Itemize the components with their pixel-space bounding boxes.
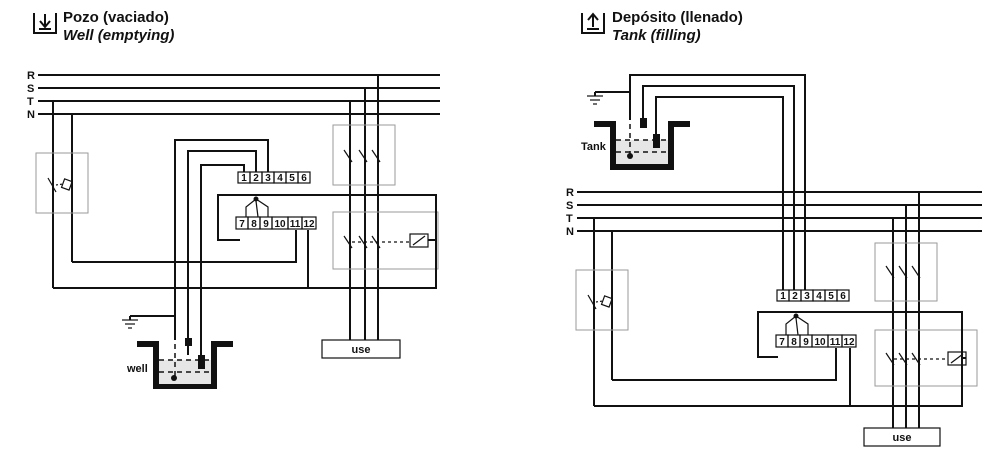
right-terminal-11: 11: [830, 337, 841, 348]
right-contactor-upper-contacts-icon: [885, 265, 921, 279]
contactor-upper-box: [332, 124, 396, 186]
right-subtitle: Tank (filling): [612, 27, 701, 44]
float-switch-icon: [47, 177, 73, 193]
bus-label-t: T: [27, 96, 34, 108]
terminal-5: 5: [289, 173, 295, 184]
right-terminal-1: 1: [780, 291, 786, 302]
right-terminal-3: 3: [804, 291, 810, 302]
float-switch-box: [35, 152, 89, 214]
tank-reservoir: [594, 118, 690, 170]
left-terminal-strip-top: 1 2 3 4 5 6: [237, 171, 311, 184]
right-float-switch-icon: [587, 294, 613, 310]
well-emptying-icon: [33, 13, 57, 34]
contactor-upper-contacts-icon: [343, 149, 381, 163]
right-use-box: [863, 427, 941, 447]
right-terminal-7: 7: [779, 337, 785, 348]
right-terminal-12: 12: [843, 337, 855, 348]
right-terminal-strip-bottom: 7 8 9 10 11 12: [775, 334, 857, 348]
power-bus: [38, 74, 440, 115]
terminal-11: 11: [290, 219, 301, 230]
right-title: Depósito (llenado): [612, 9, 743, 26]
right-contactor-lower-box: [874, 329, 978, 387]
left-subtitle: Well (emptying): [63, 27, 174, 44]
right-terminal-4: 4: [816, 291, 822, 302]
contactor-lower-contacts-icon: [343, 235, 410, 249]
bus-label-s: S: [27, 83, 34, 95]
right-ground-icon: [587, 91, 630, 105]
terminal-8: 8: [251, 219, 257, 230]
right-terminal-2: 2: [792, 291, 798, 302]
right-float-switch-box: [575, 269, 629, 331]
left-use-label: use: [352, 344, 371, 356]
terminal-7: 7: [239, 219, 245, 230]
right-terminal-5: 5: [828, 291, 834, 302]
right-terminal-strip-top: 1 2 3 4 5 6: [776, 289, 850, 302]
left-terminal-strip-bottom: 7 8 9 10 11 12: [235, 216, 317, 230]
right-power-bus: [577, 191, 982, 232]
terminal-10: 10: [274, 219, 286, 230]
right-terminal-8: 8: [791, 337, 797, 348]
tank-filling-icon: [581, 12, 605, 34]
terminal-1: 1: [241, 173, 247, 184]
bus-label-n: N: [27, 109, 35, 121]
right-terminal-6: 6: [840, 291, 846, 302]
right-panel: Depósito (llenado) Tank (filling) Ta: [566, 9, 982, 447]
relay-coil-icon: [409, 233, 429, 248]
left-panel: Pozo (vaciado) Well (emptying) R S T N: [27, 9, 440, 389]
right-contactor-upper-box: [874, 242, 938, 302]
bus-label-r: R: [27, 70, 35, 82]
right-bus-label-r: R: [566, 187, 574, 199]
right-bus-label-t: T: [566, 213, 573, 225]
terminal-2: 2: [253, 173, 259, 184]
well-label: well: [126, 363, 148, 375]
right-terminal-9: 9: [803, 337, 809, 348]
left-title: Pozo (vaciado): [63, 9, 169, 26]
terminal-12: 12: [303, 219, 315, 230]
right-contactor-lower-contacts-icon: [885, 352, 948, 366]
tank-label: Tank: [581, 141, 607, 153]
right-bus-label-s: S: [566, 200, 573, 212]
terminal-4: 4: [277, 173, 283, 184]
right-relay-contact-icon: [785, 313, 809, 336]
terminal-6: 6: [301, 173, 307, 184]
left-use-box: [321, 339, 401, 359]
right-use-label: use: [893, 432, 912, 444]
left-ground-icon: [122, 315, 175, 329]
well-reservoir: [137, 338, 233, 389]
terminal-3: 3: [265, 173, 271, 184]
contactor-lower-box: [332, 211, 439, 270]
right-bus-label-n: N: [566, 226, 574, 238]
left-relay-contact-icon: [245, 196, 269, 218]
terminal-9: 9: [263, 219, 269, 230]
right-terminal-10: 10: [814, 337, 826, 348]
